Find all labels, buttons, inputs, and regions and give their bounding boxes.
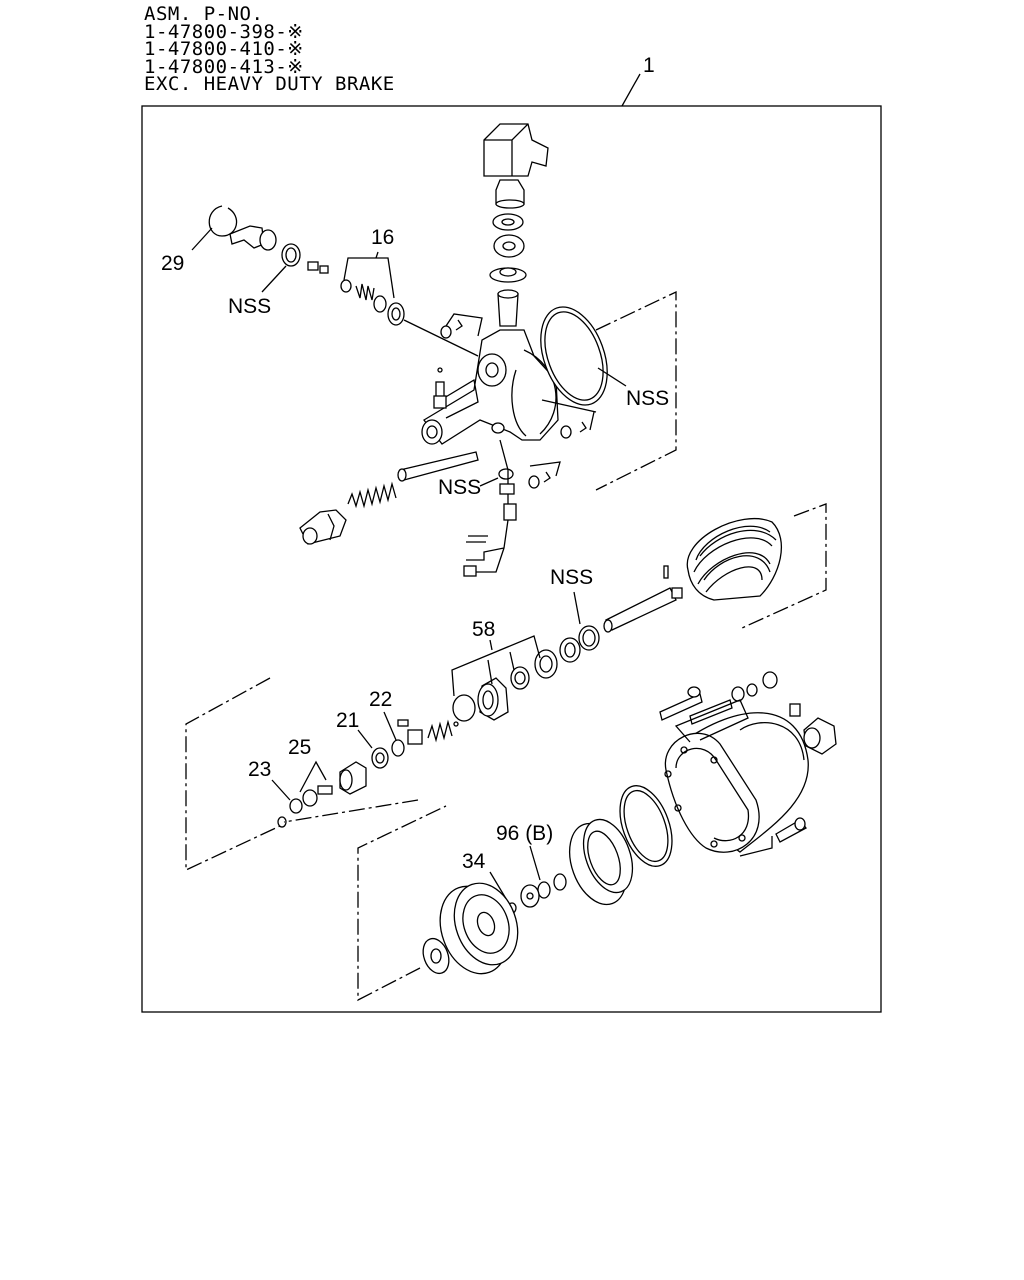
part-pipe-assy[interactable]	[463, 483, 517, 577]
part-gasket[interactable]	[610, 779, 682, 874]
dashed-guide-top	[595, 290, 677, 491]
part-end-fitting[interactable]	[299, 509, 347, 545]
part-valve-spring[interactable]	[427, 719, 453, 743]
part-housing[interactable]	[664, 712, 809, 853]
callout-21[interactable]: 21	[336, 709, 359, 732]
part-washer-nss-c[interactable]	[498, 468, 514, 480]
part-oring-nss-a[interactable]	[281, 243, 301, 267]
leader-nss-a	[261, 265, 287, 293]
part-housing-nuts[interactable]	[731, 671, 778, 702]
part-25-pin[interactable]	[317, 785, 333, 795]
leader-21	[357, 729, 373, 749]
part-boot[interactable]	[495, 179, 525, 209]
header-asm-label: ASM. P-NO.	[144, 3, 264, 25]
part-bellows[interactable]	[686, 517, 782, 601]
part-58-ring[interactable]	[559, 637, 581, 663]
leader-nss-d	[573, 591, 581, 625]
part-top-cap[interactable]	[483, 123, 549, 177]
leader-29	[191, 227, 213, 251]
callout-96b[interactable]: 96 (B)	[496, 822, 553, 845]
part-spacer[interactable]	[520, 884, 540, 908]
header-part-number-410: 1-47800-410-※	[144, 38, 304, 60]
part-sleeve[interactable]	[339, 761, 367, 795]
dashed-guide-left	[185, 677, 281, 872]
callout-58[interactable]: 58	[472, 618, 495, 641]
part-nut-b[interactable]	[560, 421, 587, 439]
header-exclusion-note: EXC. HEAVY DUTY BRAKE	[144, 73, 395, 95]
part-spring-seat[interactable]	[489, 267, 527, 283]
part-end-cap[interactable]	[419, 935, 454, 977]
bracket-16	[343, 257, 395, 299]
callout-nss-a[interactable]: NSS	[228, 295, 271, 318]
part-25-washer[interactable]	[302, 789, 318, 807]
part-housing-bolt-c[interactable]	[775, 817, 807, 843]
header-part-number-398: 1-47800-398-※	[144, 20, 304, 43]
axis-line-16	[403, 319, 479, 357]
part-58-cup[interactable]	[510, 666, 530, 690]
leader-nss-c	[479, 477, 499, 487]
part-small-clip[interactable]	[277, 816, 287, 828]
part-valve-body[interactable]	[421, 329, 559, 445]
part-washer-upper[interactable]	[492, 213, 524, 231]
callout-23[interactable]: 23	[248, 758, 271, 781]
part-diaphragm-ring[interactable]	[559, 813, 641, 913]
callout-nss-b[interactable]: NSS	[626, 387, 669, 410]
dashed-guide-bellows	[741, 503, 827, 629]
part-nut-c[interactable]	[528, 471, 551, 489]
part-16-ring[interactable]	[340, 279, 352, 293]
part-nut-a[interactable]	[440, 319, 463, 339]
part-return-spring[interactable]	[347, 481, 397, 509]
callout-29[interactable]: 29	[161, 252, 184, 275]
callout-1[interactable]: 1	[643, 54, 655, 77]
callout-nss-d[interactable]: NSS	[550, 566, 593, 589]
callout-22[interactable]: 22	[369, 688, 392, 711]
part-seal-upper[interactable]	[493, 234, 525, 258]
leader-1	[621, 73, 641, 107]
callout-25[interactable]: 25	[288, 736, 311, 759]
part-22-ring[interactable]	[391, 739, 405, 757]
leader-nss-b	[597, 367, 627, 387]
leader-96b	[529, 845, 541, 881]
leader-23	[271, 779, 291, 801]
part-58-seal[interactable]	[534, 649, 558, 679]
part-16-oring[interactable]	[373, 295, 387, 313]
bracket-58	[451, 635, 541, 697]
part-pipe-fitting[interactable]	[229, 225, 277, 251]
part-bleeder[interactable]	[433, 367, 447, 409]
part-23-ring[interactable]	[289, 798, 303, 814]
diagram-frame	[141, 105, 882, 1013]
part-piston-disc[interactable]	[429, 874, 529, 983]
bracket-25	[299, 760, 327, 793]
dashed-guide-bottom	[357, 805, 447, 1002]
part-piston-rod[interactable]	[397, 451, 479, 482]
part-fitting-right[interactable]	[789, 703, 837, 755]
part-plunger[interactable]	[497, 289, 519, 327]
header-part-number-413: 1-47800-413-※	[144, 55, 304, 78]
part-21-seal[interactable]	[371, 747, 389, 769]
part-58-oring[interactable]	[452, 694, 476, 722]
part-58-piston[interactable]	[477, 677, 509, 721]
part-96b-washer[interactable]	[537, 881, 551, 899]
part-16-spring[interactable]	[355, 283, 375, 301]
leader-22	[383, 711, 397, 741]
part-valve-pin[interactable]	[397, 719, 423, 745]
part-housing-bolt-a[interactable]	[659, 686, 703, 721]
part-push-rod[interactable]	[603, 565, 683, 633]
part-nut-96[interactable]	[553, 873, 567, 891]
callout-34[interactable]: 34	[462, 850, 486, 873]
assembly-header: ASM. P-NO. 1-47800-398-※ 1-47800-410-※ 1…	[144, 3, 395, 95]
callout-nss-c[interactable]: NSS	[438, 476, 481, 499]
part-snap-ring-29[interactable]	[208, 205, 238, 237]
callout-16[interactable]: 16	[371, 226, 394, 249]
part-small-pin-a[interactable]	[307, 261, 329, 274]
part-snap-ring-nss-d[interactable]	[578, 625, 600, 651]
part-16-seal[interactable]	[387, 302, 405, 326]
